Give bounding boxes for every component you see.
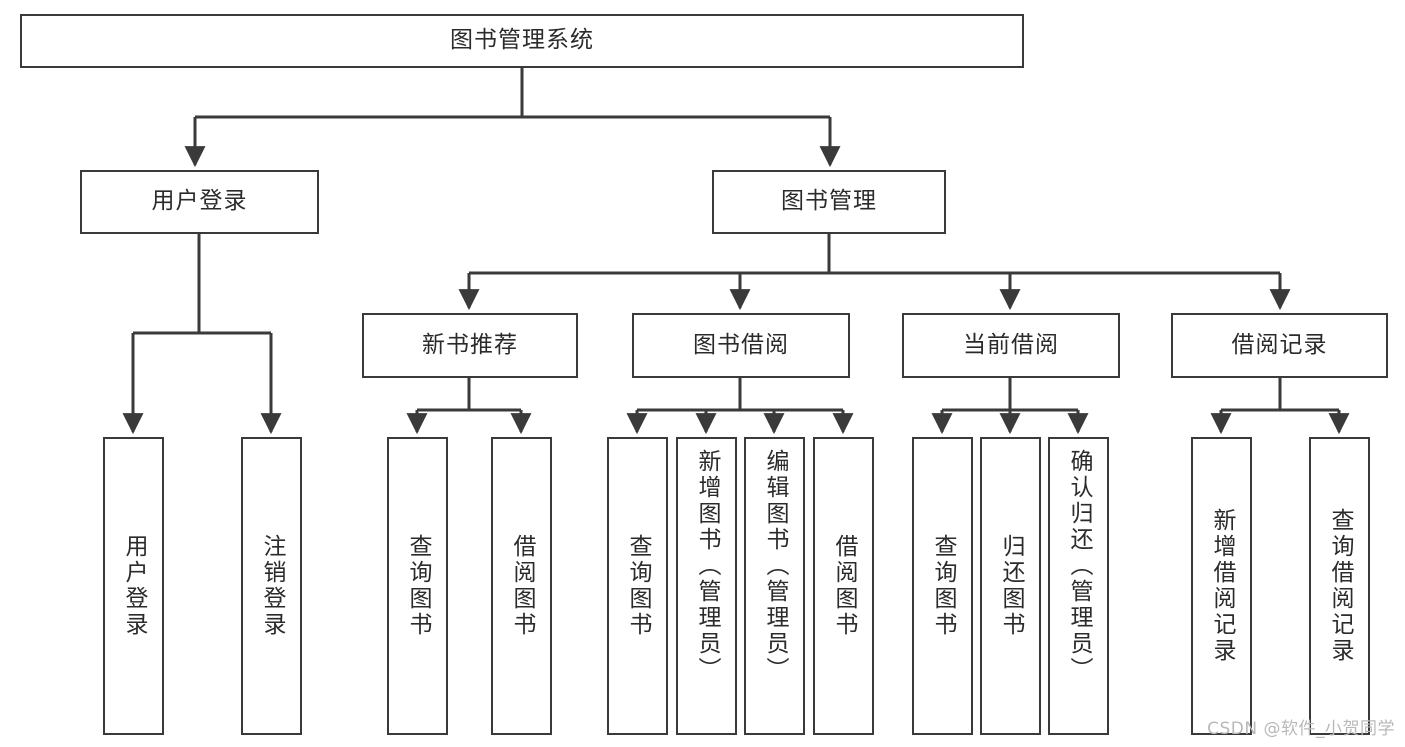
node-leaf-add-record-label: 新增借阅记录 <box>1209 508 1236 664</box>
node-leaf-confirm-return-label: 确认归还（管理员） <box>1066 449 1093 683</box>
node-leaf-query-book-2-label: 查询图书 <box>625 534 652 638</box>
node-leaf-query-record[interactable]: 查询借阅记录 <box>1309 437 1370 735</box>
node-leaf-logout-login[interactable]: 注销登录 <box>241 437 302 735</box>
node-book-borrow[interactable]: 图书借阅 <box>632 313 850 378</box>
node-leaf-add-book[interactable]: 新增图书（管理员） <box>676 437 737 735</box>
node-new-book-recommend[interactable]: 新书推荐 <box>362 313 578 378</box>
node-leaf-add-record[interactable]: 新增借阅记录 <box>1191 437 1252 735</box>
node-leaf-confirm-return[interactable]: 确认归还（管理员） <box>1048 437 1109 735</box>
node-leaf-query-book-1-label: 查询图书 <box>405 534 432 638</box>
node-leaf-borrow-book-2[interactable]: 借阅图书 <box>813 437 874 735</box>
node-leaf-add-book-label: 新增图书（管理员） <box>694 449 721 683</box>
node-book-manage-label: 图书管理 <box>781 188 877 215</box>
node-current-borrow[interactable]: 当前借阅 <box>902 313 1120 378</box>
node-root[interactable]: 图书管理系统 <box>20 14 1024 68</box>
node-leaf-return-book-label: 归还图书 <box>998 534 1025 638</box>
node-user-login[interactable]: 用户登录 <box>80 170 319 234</box>
node-user-login-label: 用户登录 <box>151 188 248 215</box>
node-root-label: 图书管理系统 <box>450 27 594 54</box>
node-leaf-borrow-book-1[interactable]: 借阅图书 <box>491 437 552 735</box>
node-leaf-return-book[interactable]: 归还图书 <box>980 437 1041 735</box>
node-leaf-edit-book[interactable]: 编辑图书（管理员） <box>744 437 805 735</box>
node-book-manage[interactable]: 图书管理 <box>712 170 946 234</box>
node-leaf-logout-login-label: 注销登录 <box>259 534 286 638</box>
node-leaf-query-record-label: 查询借阅记录 <box>1327 508 1354 664</box>
node-leaf-query-book-2[interactable]: 查询图书 <box>607 437 668 735</box>
node-borrow-record[interactable]: 借阅记录 <box>1171 313 1388 378</box>
node-leaf-borrow-book-1-label: 借阅图书 <box>509 534 536 638</box>
node-leaf-user-login-label: 用户登录 <box>121 534 148 638</box>
node-leaf-borrow-book-2-label: 借阅图书 <box>831 534 858 638</box>
node-current-borrow-label: 当前借阅 <box>963 331 1059 358</box>
node-leaf-query-book-1[interactable]: 查询图书 <box>387 437 448 735</box>
node-leaf-user-login[interactable]: 用户登录 <box>103 437 164 735</box>
node-leaf-edit-book-label: 编辑图书（管理员） <box>762 449 789 683</box>
node-leaf-query-book-3[interactable]: 查询图书 <box>912 437 973 735</box>
node-new-book-recommend-label: 新书推荐 <box>422 331 518 358</box>
node-leaf-query-book-3-label: 查询图书 <box>930 534 957 638</box>
node-borrow-record-label: 借阅记录 <box>1231 331 1328 358</box>
watermark-text: CSDN @软件_小贺同学 <box>1207 719 1395 739</box>
node-book-borrow-label: 图书借阅 <box>693 331 789 358</box>
